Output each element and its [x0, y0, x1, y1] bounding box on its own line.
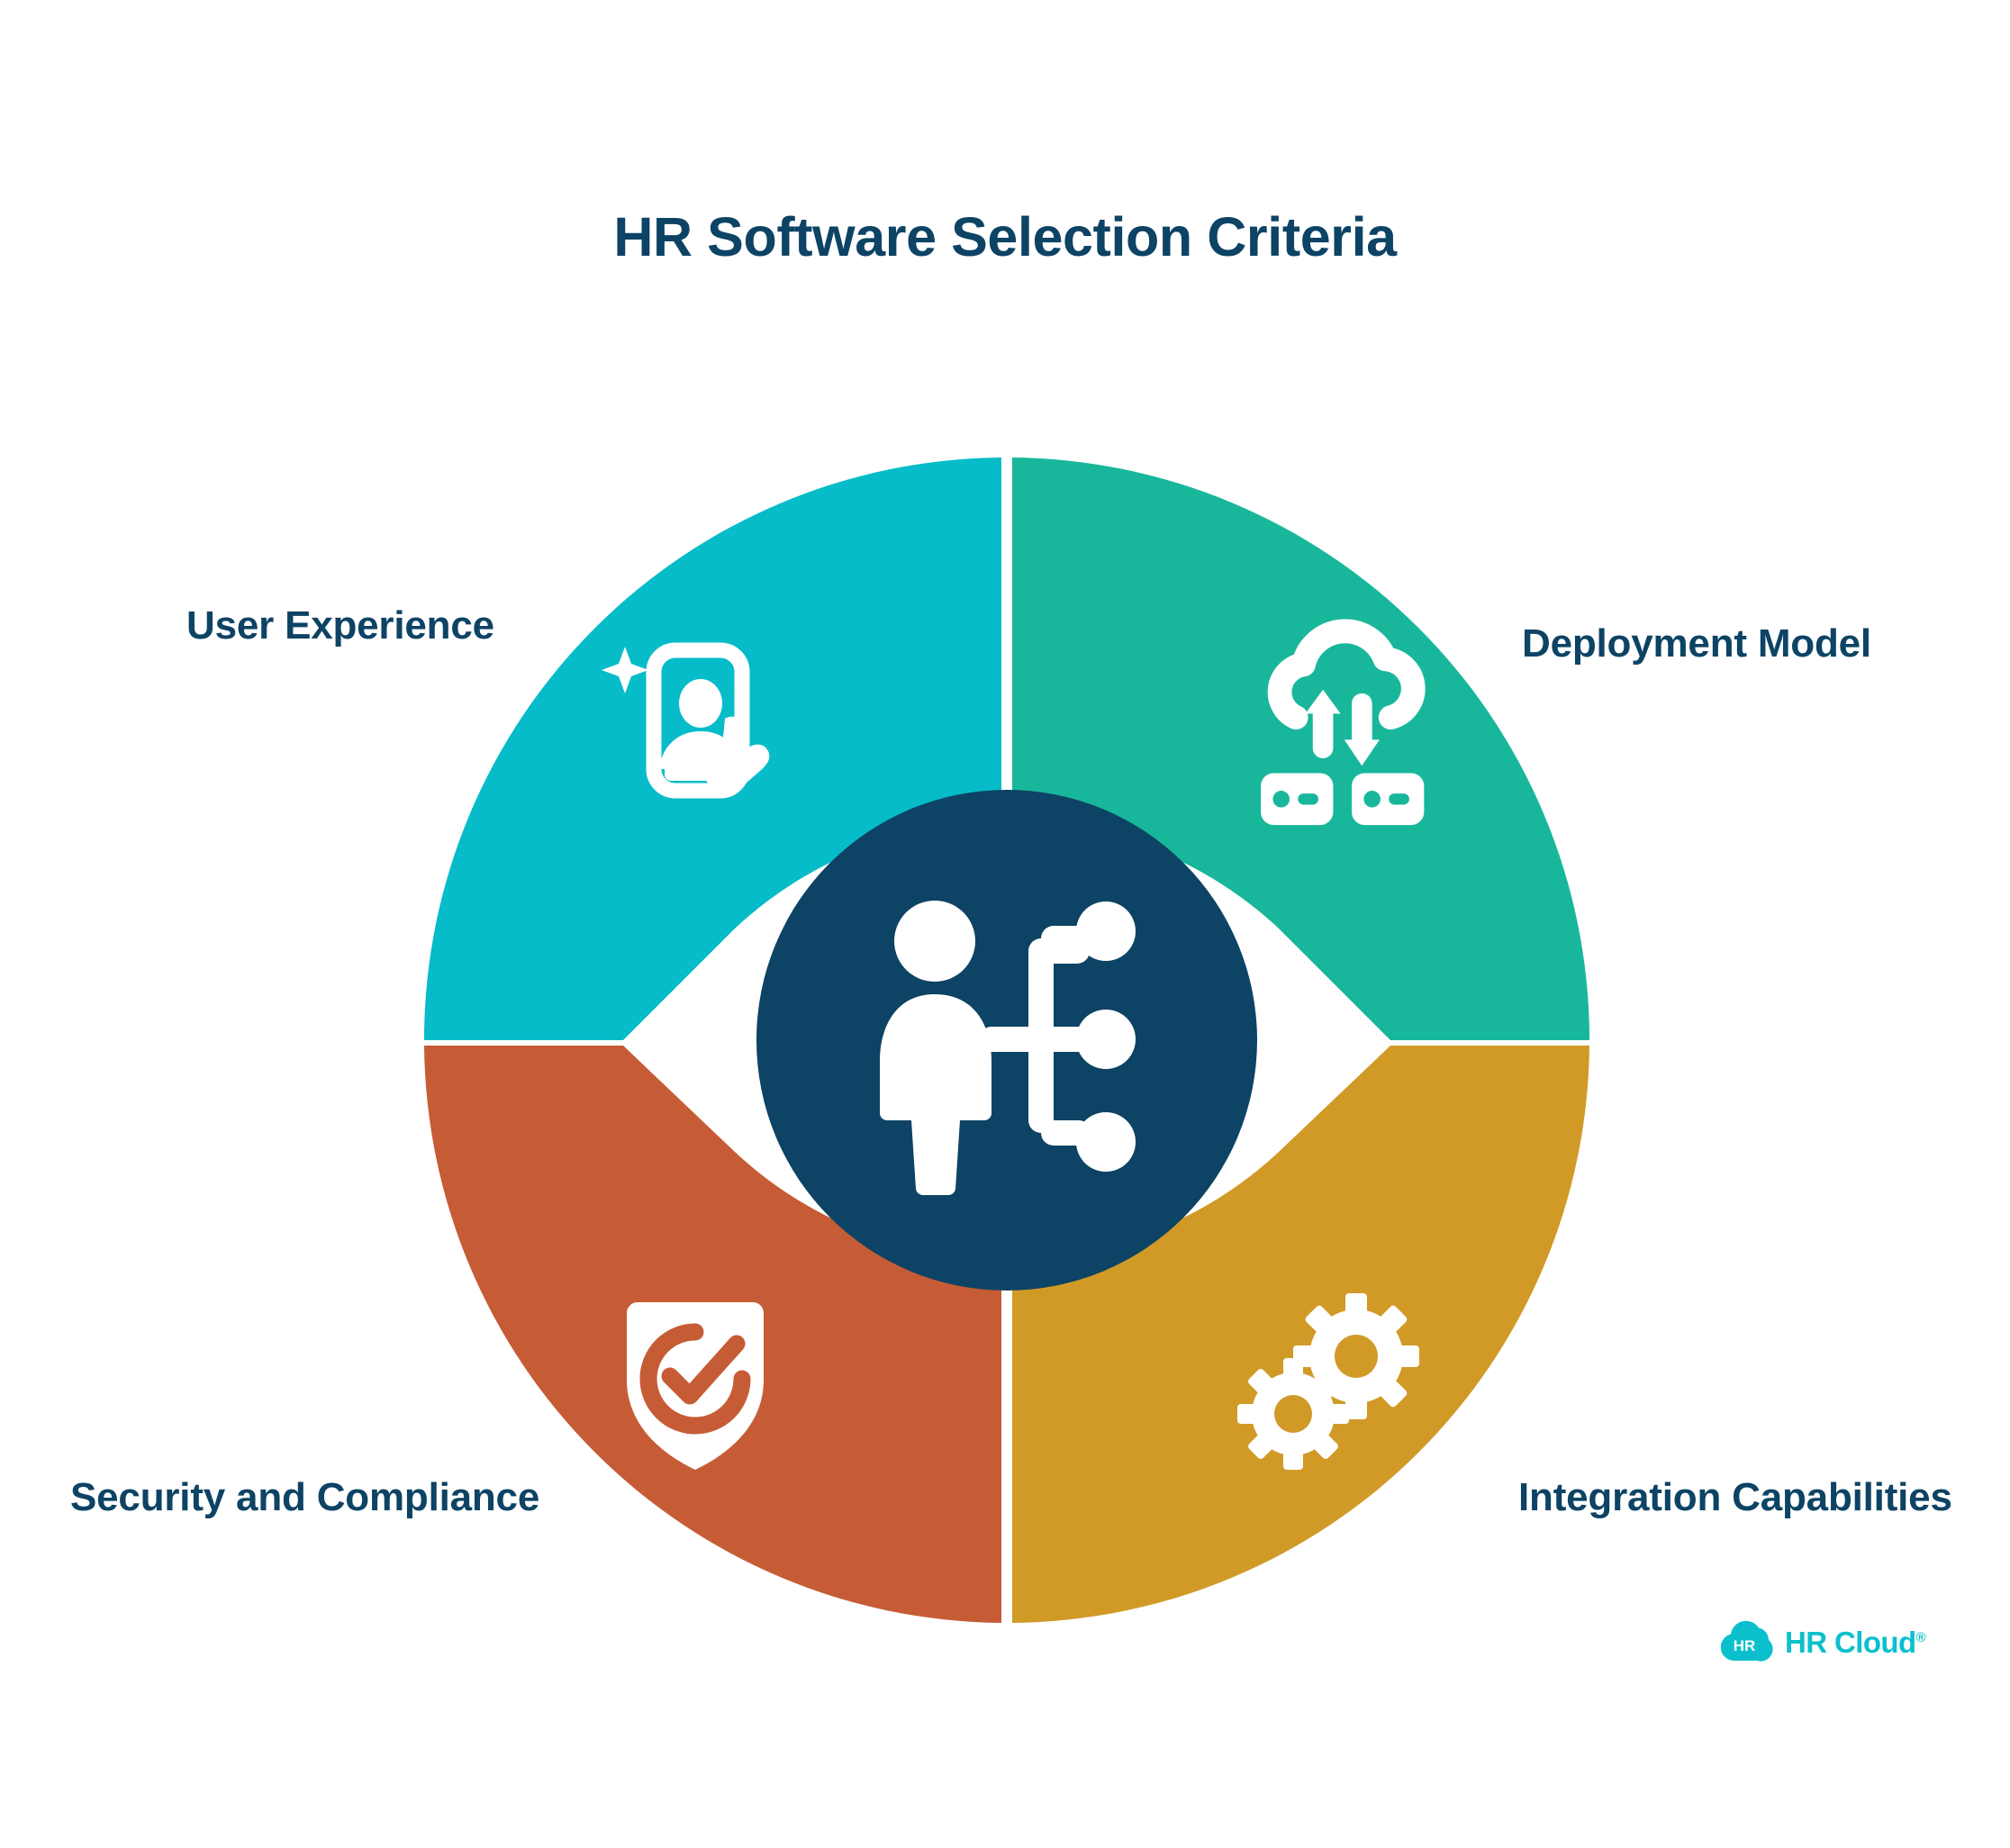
segment-label-security-and-compliance: Security and Compliance — [70, 1475, 540, 1519]
registered-mark: ® — [1915, 1629, 1926, 1645]
cloud-icon-hr-text: HR — [1734, 1637, 1756, 1654]
cloud-icon: HR — [1720, 1620, 1773, 1662]
segment-label-user-experience: User Experience — [186, 603, 494, 648]
shield-check-icon — [627, 1302, 764, 1470]
segment-deployment-model-shape[interactable] — [1012, 457, 1589, 1040]
brand-name: HR Cloud® — [1785, 1625, 1926, 1659]
segment-deployment-model[interactable] — [1012, 457, 1589, 1040]
segment-security-and-compliance[interactable] — [424, 1046, 1001, 1623]
brand-name-text: HR Cloud — [1785, 1625, 1916, 1659]
center-hub[interactable] — [756, 790, 1257, 1291]
segment-user-experience[interactable] — [424, 457, 1001, 1040]
segment-integration-capabilities-shape[interactable] — [1012, 1046, 1589, 1623]
gears-icon — [1237, 1293, 1419, 1470]
page-title: HR Software Selection Criteria — [613, 206, 1397, 267]
segment-integration-capabilities[interactable] — [1012, 1046, 1589, 1623]
cloud-servers-sync-icon — [1261, 619, 1426, 826]
hr-cloud-logo[interactable]: HR HR Cloud® — [1718, 1615, 1926, 1669]
segment-label-deployment-model: Deployment Model — [1522, 621, 1871, 666]
person-network-icon — [880, 901, 1136, 1196]
segment-label-integration-capabilities: Integration Capabilities — [1518, 1475, 1952, 1519]
mobile-user-touch-icon — [602, 642, 770, 799]
